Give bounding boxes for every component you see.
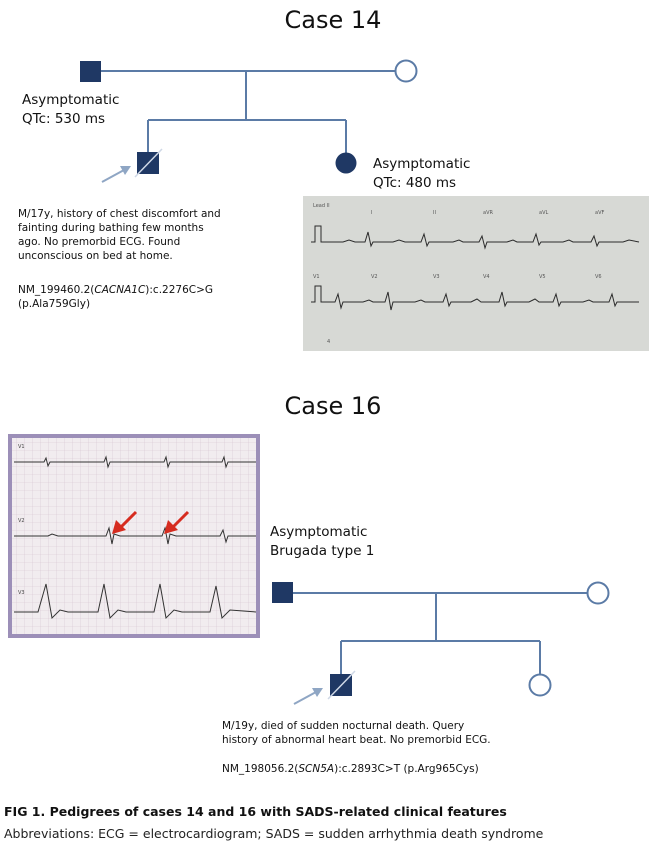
ecg-v1 — [14, 455, 256, 469]
ecg-lead-label: V2 — [371, 274, 378, 280]
figure-abbreviations: Abbreviations: ECG = electrocardiogram; … — [4, 826, 544, 841]
case14-sibling-label: Asymptomatic QTc: 480 ms — [373, 155, 470, 193]
red-arrow-2 — [170, 510, 190, 530]
ecg-lead-label: aVR — [483, 210, 493, 216]
ecg-lead-label: V6 — [595, 274, 602, 280]
ecg-lead-label: I — [371, 210, 372, 216]
case16-variant-gene: SCN5A — [298, 763, 335, 775]
case14-mother-circle — [394, 59, 418, 83]
case16-parent-status: Asymptomatic — [270, 524, 368, 540]
case14-parent-status: Asymptomatic — [22, 92, 120, 108]
ecg-lead-label: V3 — [18, 590, 25, 596]
case14-father-square — [80, 61, 101, 82]
case14-ecg-trace: Lead II I II aVR aVL aVF V1 V2 V3 V4 V5 … — [303, 196, 649, 351]
ecg-lead-label: V1 — [313, 274, 320, 280]
case14-ecg-header: Lead II — [313, 203, 330, 209]
ecg-lead-label: V2 — [18, 518, 25, 524]
figure-caption: FIG 1. Pedigrees of cases 14 and 16 with… — [4, 804, 507, 819]
ecg-lead-label: II — [433, 210, 436, 216]
ecg-lead-label: V1 — [18, 444, 25, 450]
ecg-lead-label: V4 — [483, 274, 490, 280]
case14-title: Case 14 — [284, 6, 382, 34]
case16-father-square — [272, 582, 293, 603]
ecg-lead-label: aVL — [539, 210, 548, 216]
case16-proband-note: M/19y, died of sudden nocturnal death. Q… — [222, 719, 542, 747]
case16-parent-label: Asymptomatic Brugada type 1 — [270, 523, 374, 561]
case16-variant-transcript: NM_198056.2( — [222, 763, 299, 775]
case16-ecg-trace: V1 V2 V3 — [12, 438, 257, 634]
case14-note-line: M/17y, history of chest discomfort and — [18, 208, 221, 220]
ecg-row-1 — [311, 225, 640, 250]
case14-sibling-status: Asymptomatic — [373, 156, 471, 172]
red-arrows — [112, 510, 190, 534]
case14-variant: NM_199460.2(CACNA1C):c.2276C>G (p.Ala759… — [18, 283, 213, 311]
case14-ecg-photo: Lead II I II aVR aVL aVF V1 V2 V3 V4 V5 … — [303, 196, 649, 351]
ecg-lead-label: V5 — [539, 274, 546, 280]
ecg-v2 — [14, 526, 256, 545]
case16-parent-diagnosis: Brugada type 1 — [270, 543, 375, 559]
case16-mother-circle — [586, 581, 610, 605]
case14-parent-label: Asymptomatic QTc: 530 ms — [22, 91, 119, 129]
ecg-lead-label: aVF — [595, 210, 604, 216]
case16-title: Case 16 — [284, 392, 382, 420]
case14-variant-transcript: NM_199460.2( — [18, 284, 95, 296]
case16-proband-arrow — [293, 688, 323, 705]
case14-variant-protein: (p.Ala759Gly) — [18, 298, 91, 310]
case16-pedigree — [283, 592, 587, 674]
svg-text:4: 4 — [327, 339, 330, 345]
case16-note-line: history of abnormal heart beat. No premo… — [222, 734, 491, 746]
case14-deceased-slash — [134, 148, 163, 178]
case14-parent-qtc: QTc: 530 ms — [22, 111, 106, 127]
case14-sibling-qtc: QTc: 480 ms — [373, 175, 457, 191]
case14-variant-gene: CACNA1C — [94, 284, 146, 296]
case14-sibling-circle — [335, 152, 357, 174]
case14-pedigree — [91, 70, 395, 153]
ecg-row-2 — [311, 285, 639, 311]
case14-variant-change: ):c.2276C>G — [145, 284, 214, 296]
case14-note-line: fainting during bathing few months — [18, 222, 204, 234]
case16-variant-change: ):c.2893C>T (p.Arg965Cys) — [334, 763, 479, 775]
case14-proband-arrow — [101, 166, 131, 183]
case16-sibling-circle — [528, 673, 552, 697]
ecg-lead-label: V3 — [433, 274, 440, 280]
case16-note-line: M/19y, died of sudden nocturnal death. Q… — [222, 720, 465, 732]
case14-note-line: ago. No premorbid ECG. Found — [18, 236, 181, 248]
case14-proband-note: M/17y, history of chest discomfort and f… — [18, 207, 263, 263]
red-arrow-1 — [118, 510, 138, 530]
case16-deceased-slash — [327, 670, 356, 700]
ecg-v3 — [14, 583, 257, 620]
case14-note-line: unconscious on bed at home. — [18, 250, 173, 262]
case16-variant: NM_198056.2(SCN5A):c.2893C>T (p.Arg965Cy… — [222, 762, 479, 776]
case16-ecg-photo: V1 V2 V3 — [8, 434, 260, 638]
